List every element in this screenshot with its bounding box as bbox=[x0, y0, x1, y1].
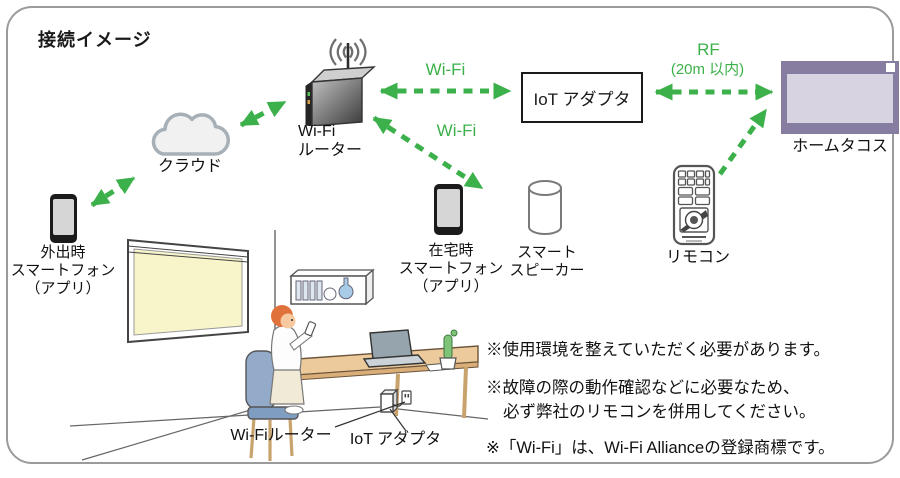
blind-shade bbox=[787, 74, 893, 123]
footnote-3: ※「Wi-Fi」は、Wi-Fi Allianceの登録商標です。 bbox=[486, 439, 835, 457]
wifi-router-icon bbox=[305, 38, 376, 126]
person-illustration bbox=[269, 305, 317, 415]
room-adapter-label: IoT アダプタ bbox=[349, 431, 442, 448]
router-label: Wi-Fi ルーター bbox=[298, 123, 363, 159]
roller-blind bbox=[133, 248, 243, 336]
footnote-2-continued: 必ず弊社のリモコンを併用してください。 bbox=[503, 403, 816, 421]
router-front-face bbox=[311, 77, 363, 126]
smart-speaker-icon bbox=[528, 180, 562, 235]
plant-icon bbox=[439, 329, 458, 370]
arm bbox=[289, 329, 313, 351]
arrow-cloud-router bbox=[239, 99, 287, 128]
remote-label: リモコン bbox=[665, 249, 730, 266]
smartphone-away-icon bbox=[50, 194, 77, 243]
router-led-amber bbox=[307, 100, 310, 104]
laptop-icon bbox=[362, 329, 427, 368]
room-router-label: Wi-Fiルーター bbox=[230, 427, 332, 444]
chair bbox=[245, 350, 299, 461]
footnote-2: ※故障の際の動作確認などに必要なため、 bbox=[486, 379, 800, 397]
remote-control-icon bbox=[672, 164, 716, 246]
link-label-rf: RF bbox=[697, 40, 720, 59]
cloud-label: クラウド bbox=[157, 158, 222, 175]
face bbox=[280, 313, 296, 329]
callout-line-adapter bbox=[389, 408, 407, 432]
shelf-icon bbox=[289, 268, 375, 306]
diagram-card: 接続イメージ クラウド 外出時 スマートフォン （アプリ） bbox=[6, 6, 899, 464]
link-label-wifi-router-phone: Wi-Fi bbox=[436, 121, 477, 140]
link-label-rf-range: (20m 以内) bbox=[670, 61, 745, 78]
hand-phone bbox=[304, 321, 317, 337]
speaker-label: スマート スピーカー bbox=[509, 244, 585, 279]
phone-home-label: 在宅時 スマートフォン （アプリ） bbox=[398, 242, 504, 295]
floor-lines bbox=[69, 405, 488, 461]
router-led-green bbox=[307, 92, 310, 96]
room-illustration bbox=[69, 230, 488, 461]
cloud-icon bbox=[151, 112, 230, 156]
diagram-title: 接続イメージ bbox=[38, 30, 152, 50]
home-tacos-blind-icon bbox=[781, 61, 899, 134]
window-icon bbox=[127, 238, 249, 344]
radio-waves-icon bbox=[329, 38, 367, 66]
arrow-phone-cloud bbox=[90, 175, 136, 208]
iot-adapter-node: IoT アダプタ bbox=[521, 72, 643, 123]
remote-keypad bbox=[677, 170, 711, 206]
phone-away-label: 外出時 スマートフォン （アプリ） bbox=[10, 244, 116, 297]
home-tacos-label: ホームタコス bbox=[792, 138, 888, 155]
blind-corner-mark bbox=[886, 63, 895, 72]
phone-screen bbox=[53, 199, 74, 235]
phone-screen bbox=[437, 189, 460, 227]
vase bbox=[338, 277, 354, 300]
footnote-1: ※使用環境を整えていただく必要があります。 bbox=[486, 341, 831, 359]
arrow-remote-tacos bbox=[717, 108, 769, 176]
callout-line-router bbox=[334, 401, 406, 428]
smartphone-home-icon bbox=[434, 184, 463, 235]
link-label-wifi-router-iot: Wi-Fi bbox=[425, 60, 466, 79]
